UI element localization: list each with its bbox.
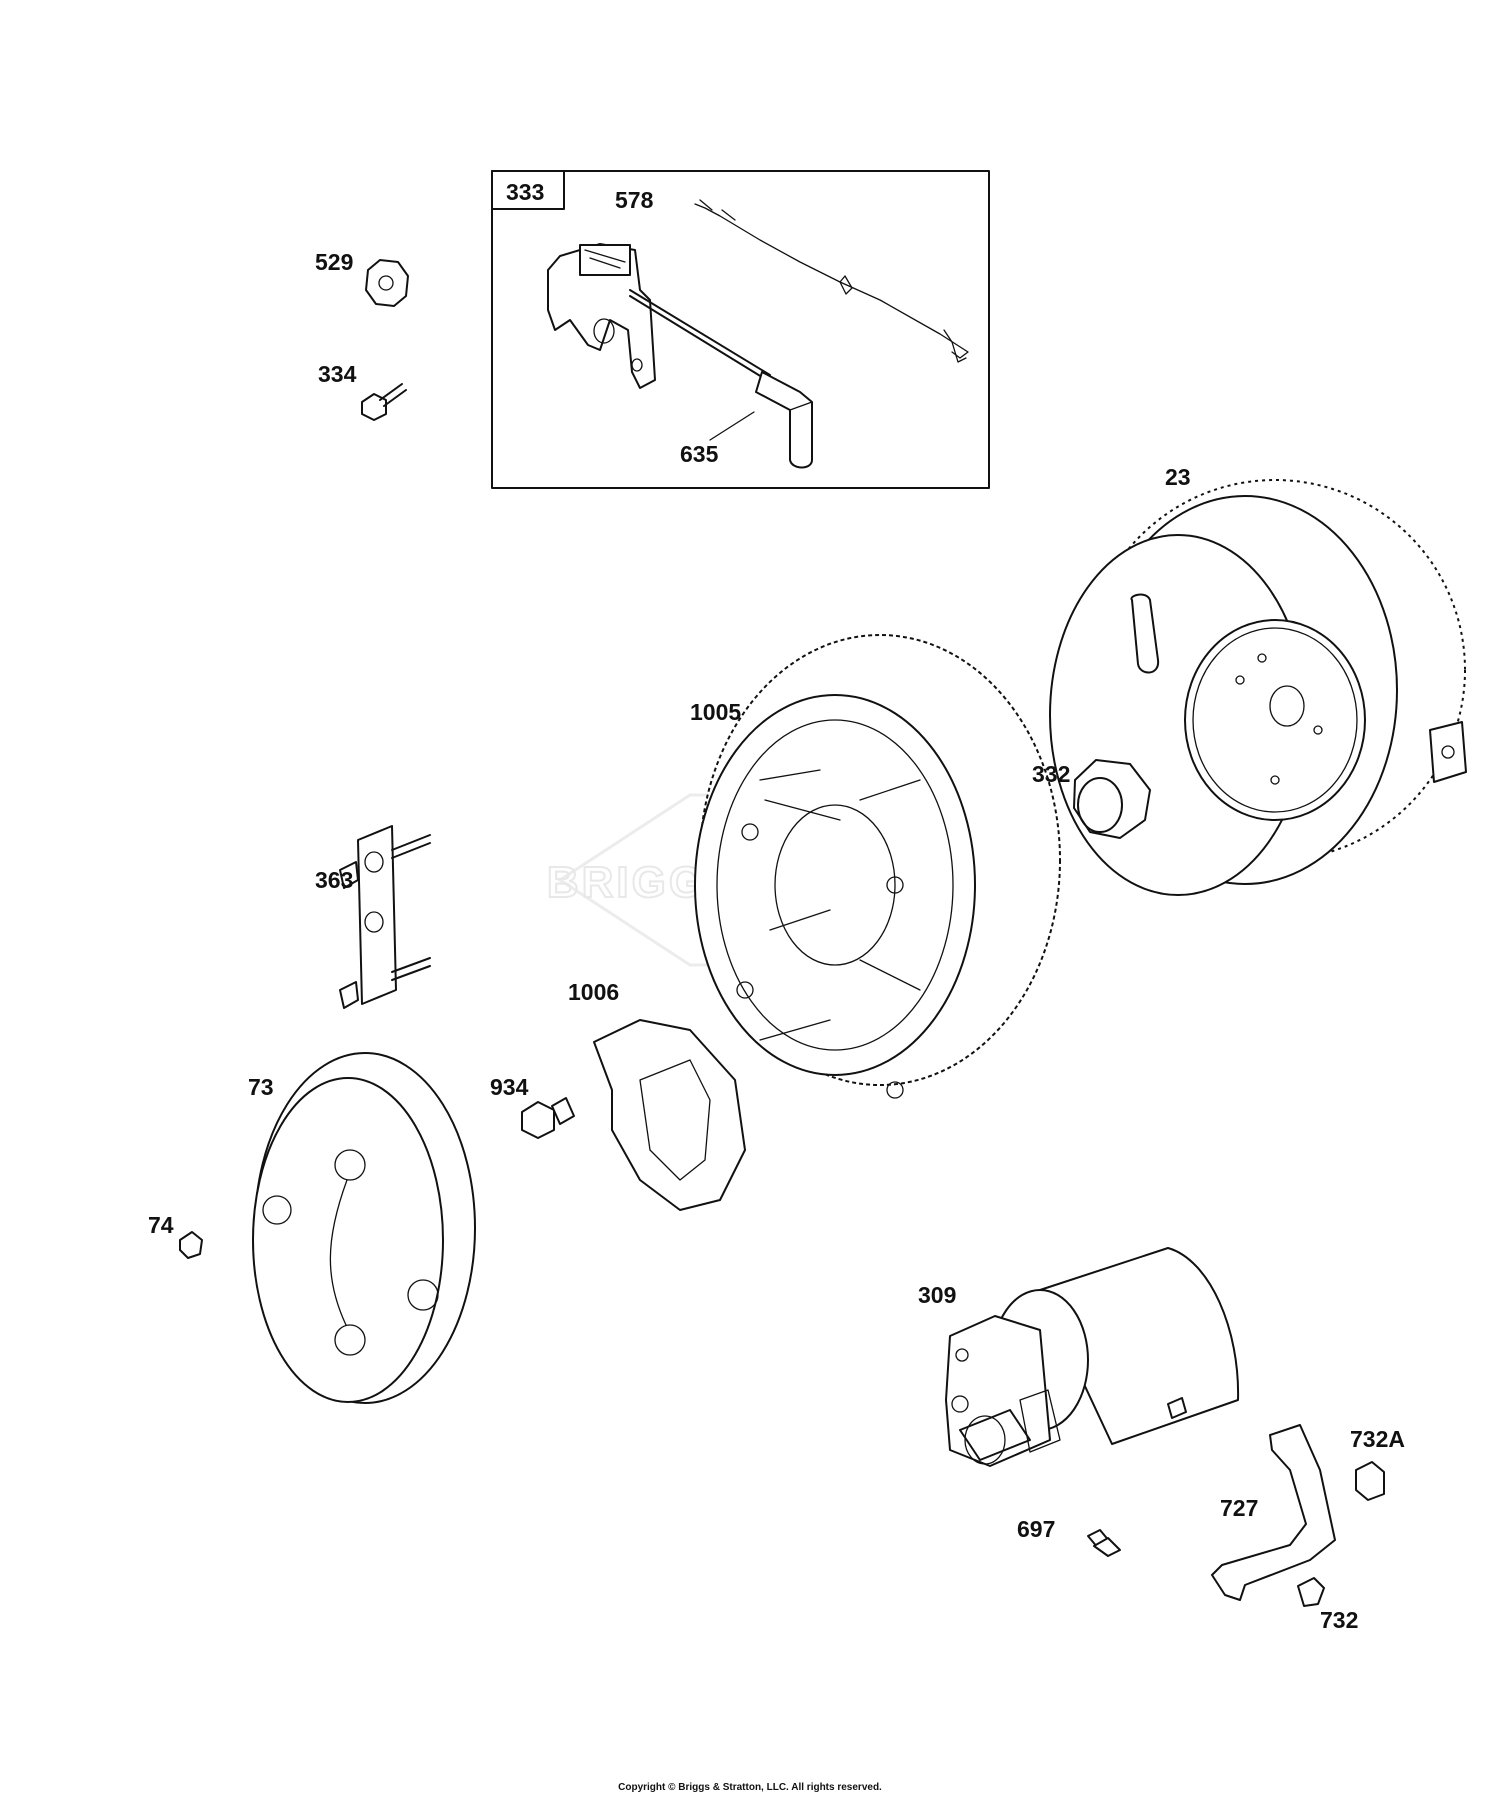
callout-labels: 333 578 529 334 635 23 1005 332 363 1006… bbox=[148, 179, 1405, 1633]
ignition-armature-635 bbox=[547, 243, 813, 469]
part-529 bbox=[365, 259, 409, 307]
callout-1005: 1005 bbox=[690, 699, 741, 725]
cover-73 bbox=[252, 1052, 476, 1404]
starter-motor-309 bbox=[945, 1247, 1240, 1467]
callout-23: 23 bbox=[1165, 464, 1191, 490]
callout-578: 578 bbox=[615, 187, 654, 213]
callout-727: 727 bbox=[1220, 1495, 1258, 1521]
callout-334: 334 bbox=[318, 361, 357, 387]
nut-732A bbox=[1355, 1461, 1385, 1501]
callout-697: 697 bbox=[1017, 1516, 1055, 1542]
callout-333: 333 bbox=[506, 179, 544, 205]
callout-732: 732 bbox=[1320, 1607, 1358, 1633]
ignition-kit-box bbox=[491, 170, 990, 489]
callout-73: 73 bbox=[248, 1074, 274, 1100]
callout-363: 363 bbox=[315, 867, 353, 893]
callout-732A: 732A bbox=[1350, 1426, 1405, 1452]
screen-1006 bbox=[593, 1019, 746, 1211]
bracket-727 bbox=[1211, 1424, 1336, 1601]
bolt-assembly-363 bbox=[339, 825, 431, 1009]
callout-934: 934 bbox=[490, 1074, 529, 1100]
screw-74 bbox=[179, 1231, 203, 1259]
wire-harness-578 bbox=[694, 199, 969, 363]
callout-1006: 1006 bbox=[568, 979, 619, 1005]
bolt-934 bbox=[521, 1097, 575, 1139]
flywheel-23 bbox=[1049, 479, 1467, 896]
callout-635: 635 bbox=[680, 441, 719, 467]
fan-1005 bbox=[694, 634, 1061, 1099]
nut-332 bbox=[1073, 759, 1151, 839]
callout-332: 332 bbox=[1032, 761, 1070, 787]
callout-309: 309 bbox=[918, 1282, 956, 1308]
screw-334 bbox=[361, 383, 407, 421]
nut-732 bbox=[1297, 1577, 1325, 1607]
callout-74: 74 bbox=[148, 1212, 174, 1238]
callout-529: 529 bbox=[315, 249, 353, 275]
screw-697 bbox=[1087, 1529, 1121, 1557]
copyright-notice: Copyright © Briggs & Stratton, LLC. All … bbox=[618, 1782, 882, 1793]
